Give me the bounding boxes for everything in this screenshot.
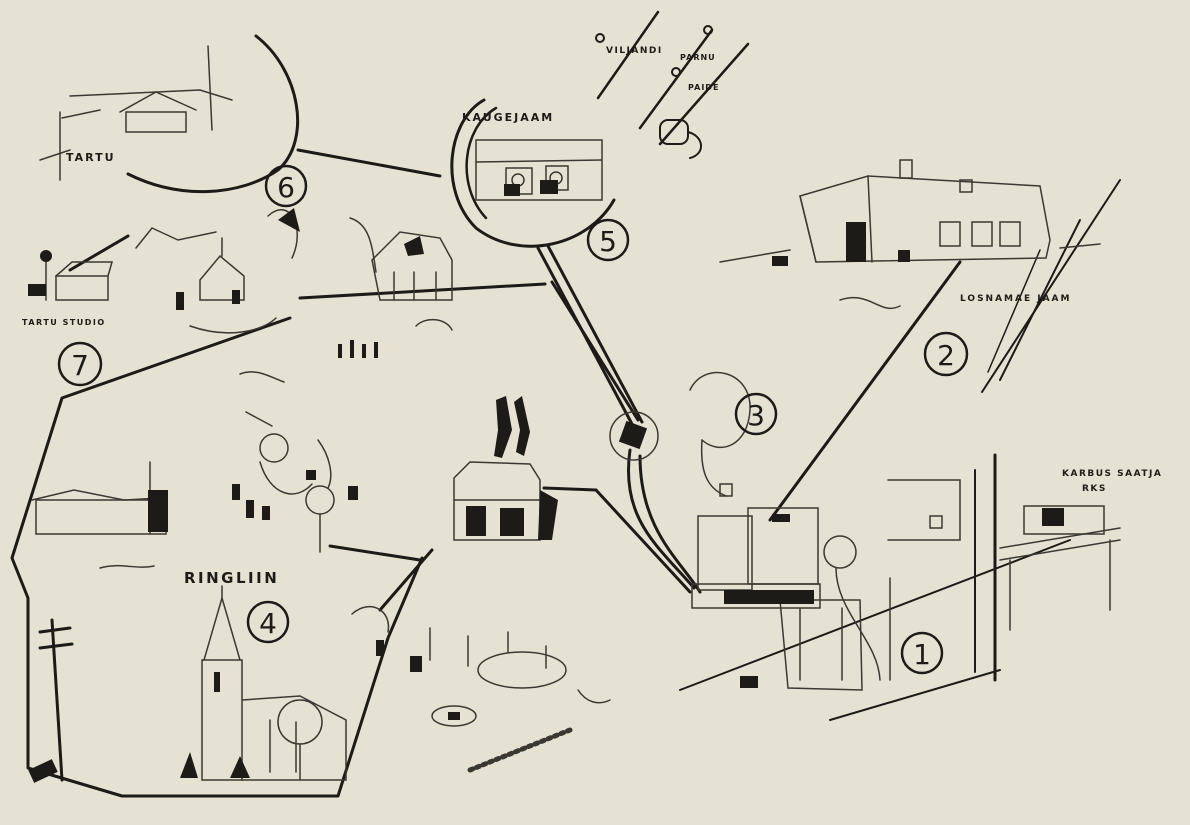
marker-1-number: 1: [913, 638, 931, 671]
tartu-view-circle: [40, 36, 298, 192]
marker-5-number: 5: [599, 225, 617, 258]
control-room-sketch: [692, 480, 1120, 690]
marker-2: 2: [925, 333, 967, 375]
marker-6-number: 6: [277, 171, 295, 204]
utility-pole-sketch: [28, 620, 72, 783]
parnu-label: PARNU: [680, 53, 716, 62]
losnamae-station-sketch: [720, 160, 1100, 308]
dance-hall-sketch: [454, 396, 558, 540]
connection-lines: [12, 12, 1120, 796]
marker-4: 4: [248, 602, 288, 642]
town-sketch: [32, 462, 168, 568]
losnamae-jaam-label: LOSNAMAE JAAM: [960, 294, 1071, 304]
announcer-sketch: [610, 373, 750, 496]
marker-2-number: 2: [937, 339, 955, 372]
paide-label: PAIDE: [688, 83, 719, 92]
tartu-studio-sketch: [28, 250, 112, 300]
marker-1: 1: [902, 633, 942, 673]
rks-label: RKS: [1082, 484, 1107, 494]
ringliin-label: RINGLIIN: [184, 569, 279, 587]
tartu-studio-label: TARTU STUDIO: [22, 318, 106, 327]
marker-3: 3: [736, 394, 776, 434]
marker-6: 6: [266, 166, 306, 206]
kaugejaam-label: KAUGEJAAM: [462, 111, 554, 124]
conductor-sketch: [232, 412, 358, 552]
karbus-saatja-label: KARBUS SAATJA: [1062, 469, 1162, 479]
viljandi-label: VILJANDI: [606, 46, 663, 56]
marker-7-number: 7: [71, 349, 89, 382]
marker-5: 5: [588, 220, 628, 260]
marker-7: 7: [59, 343, 101, 385]
tartu-label: TARTU: [66, 151, 116, 164]
marker-3-number: 3: [747, 399, 765, 432]
marker-4-number: 4: [259, 607, 277, 640]
